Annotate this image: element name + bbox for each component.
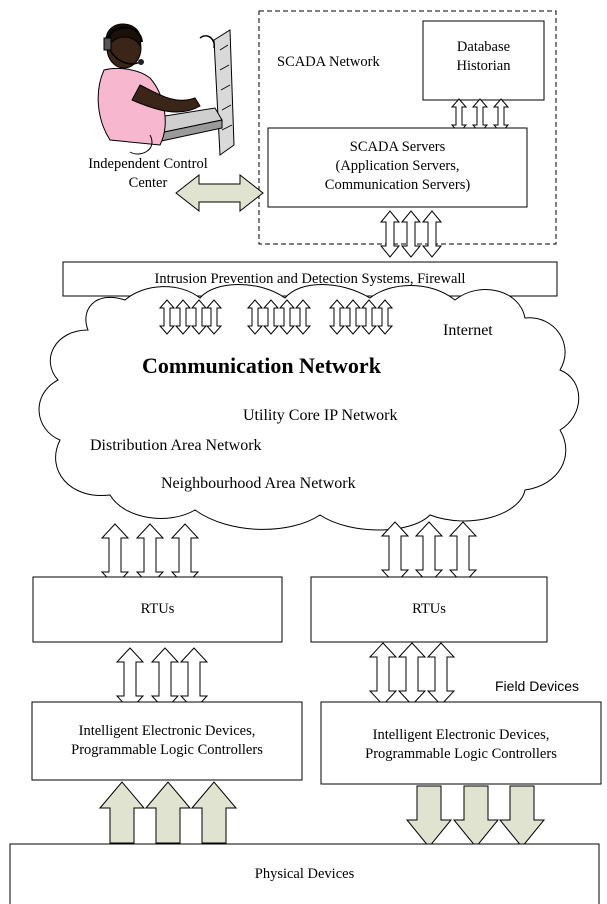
scada-network-label: SCADA Network [277, 54, 380, 70]
utility-core-label: Utility Core IP Network [243, 407, 398, 424]
communication-network-cloud [38, 284, 580, 531]
server-firewall-arrows [380, 210, 442, 258]
scada-network-boundary [258, 10, 557, 245]
rtu-left-box [32, 576, 283, 643]
distribution-area-label: Distribution Area Network [90, 437, 262, 454]
database-historian-label: Database Historian [456, 39, 511, 74]
rtu-right-label: RTUs [412, 601, 446, 617]
firewall-label: Intrusion Prevention and Detection Syste… [154, 271, 466, 287]
control-center-label: Independent Control Center [88, 156, 208, 191]
control-center-link-arrow [175, 173, 264, 213]
internet-label: Internet [443, 322, 493, 339]
cloud-rtu-right-arrows [381, 521, 477, 585]
rtu-ied-right-arrows [369, 642, 455, 706]
ied-right-label: Intelligent Electronic Devices, Programm… [365, 727, 557, 762]
scada-servers-label: SCADA Servers (Application Servers, Comm… [324, 139, 471, 193]
scada-servers-box [267, 127, 528, 208]
operator-at-console-icon [97, 23, 235, 156]
ied-left-box [31, 701, 303, 781]
physical-to-ied-up-arrows [98, 781, 238, 844]
ied-left-label: Intelligent Electronic Devices, Programm… [71, 723, 263, 758]
communication-network-title: Communication Network [142, 353, 381, 378]
rtu-left-label: RTUs [140, 601, 175, 617]
ied-to-physical-down-arrows [405, 785, 546, 848]
neighbourhood-area-label: Neighbourhood Area Network [161, 475, 356, 492]
field-devices-label: Field Devices [495, 678, 580, 694]
ied-right-box [320, 701, 602, 785]
physical-devices-label: Physical Devices [254, 866, 355, 882]
physical-devices-box [9, 843, 600, 904]
database-historian-box [422, 20, 545, 101]
rtu-right-box [310, 576, 548, 643]
rtu-ied-left-arrows [116, 647, 208, 711]
